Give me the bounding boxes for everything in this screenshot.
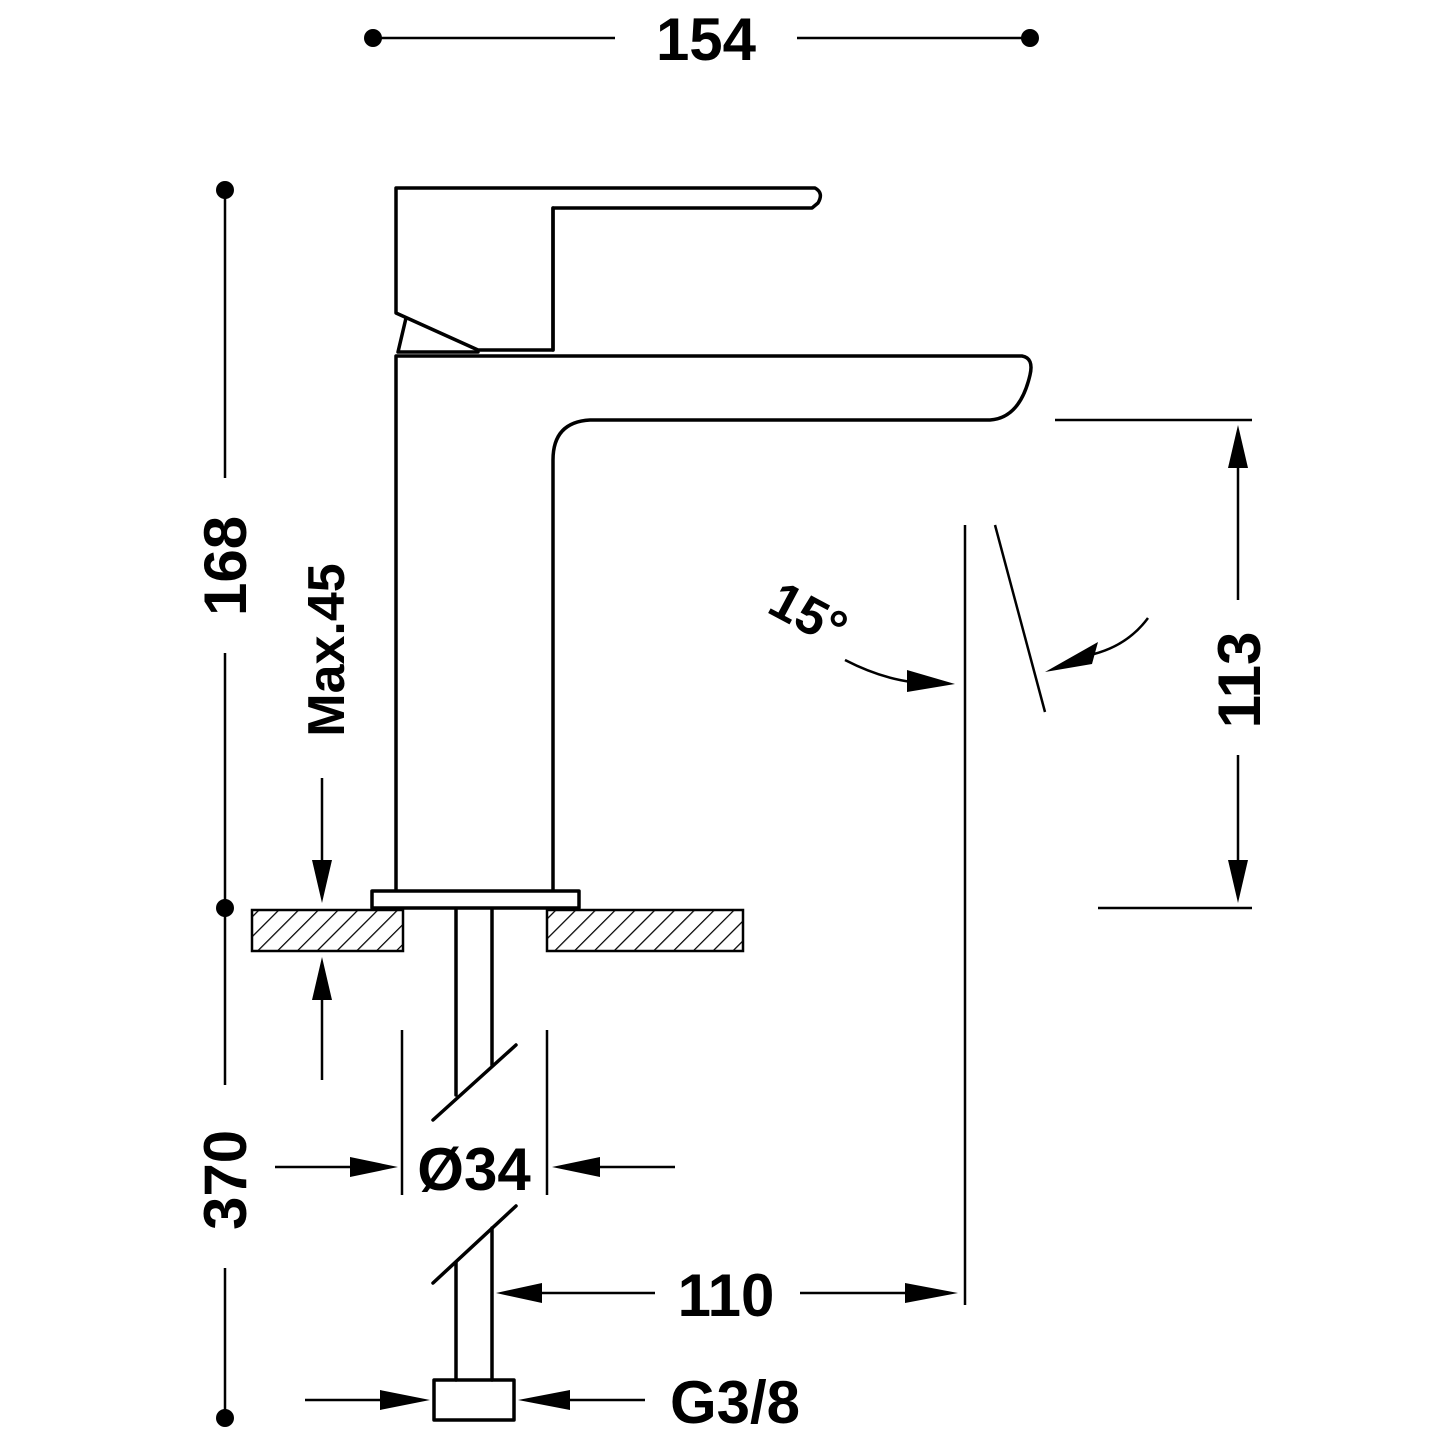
base-diameter-label: Ø34 [417,1136,531,1203]
base-plate [370,889,581,910]
arrow-left [518,1390,570,1410]
spout-body [394,354,1033,892]
height-label: 168 [192,516,259,616]
countertop-left [250,908,405,953]
spout-reach-label: 110 [678,1262,775,1329]
arrow-right [905,1283,958,1303]
break-mark [431,1043,518,1122]
deck-thickness-label: Max.45 [298,563,356,736]
arrow-right [350,1157,398,1177]
arrow-left [1045,642,1098,672]
connector [432,1378,516,1422]
arrow-up [312,957,332,1000]
width-dimension: 154 [364,6,1039,73]
arrow-up [1228,425,1248,468]
spout-height-label: 113 [1206,632,1273,729]
spout-reach-dimension: 110 [496,525,967,1329]
spout-height-dimension: 113 [1055,418,1273,910]
spout-angle-label: 15° [760,571,857,659]
break-mark [431,1204,518,1285]
hose-length-label: 370 [192,1130,259,1230]
arrow-down [1228,860,1248,903]
arrow-down [312,860,332,903]
base-diameter-dimension: Ø34 [275,1030,675,1203]
height-dimension: 168 370 [192,181,259,1427]
arrow-left [496,1283,542,1303]
lever-handle [394,186,823,352]
arrow-right [380,1390,430,1410]
angle-arc [1093,617,1150,656]
countertop-right [545,908,745,953]
spout-angle-dimension: 15° [760,524,1150,713]
arrow-left [552,1157,600,1177]
deck-thickness-dimension: Max.45 [298,563,356,1080]
connection-label: G3/8 [670,1369,800,1436]
width-label: 154 [656,6,757,73]
arrow-right [907,670,955,692]
handle-base [396,316,480,354]
supply-hose [431,908,518,1422]
angle-arc [844,658,913,684]
connection-dimension: G3/8 [305,1369,800,1436]
countertop [250,908,745,953]
angle-line [993,524,1047,713]
faucet-body [370,186,1033,910]
